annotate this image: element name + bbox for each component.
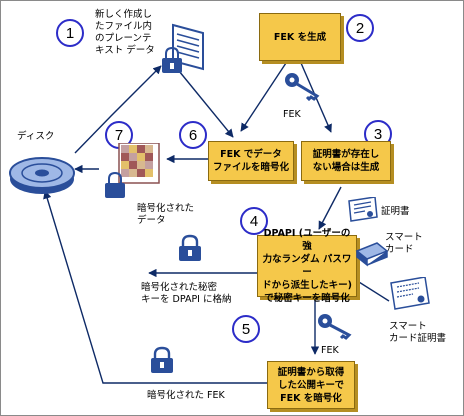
encrypted-private-key-label: 暗号化された秘密 キーを DPAPI に格納 bbox=[141, 282, 232, 306]
plaintext-line-4: キスト データ bbox=[95, 45, 155, 56]
smart-card-line-2: カード bbox=[385, 244, 414, 255]
fek-bottom-label: FEK bbox=[321, 345, 339, 356]
step-2-circle: 2 bbox=[346, 14, 374, 42]
fek-key-icon-top bbox=[285, 73, 320, 101]
encrypt-file-line-2: ファイルを暗号化 bbox=[212, 162, 289, 173]
dpapi-line-4: で秘密キーを暗号化 bbox=[264, 293, 350, 304]
arrow-fek-to-encrypt-file bbox=[240, 62, 287, 132]
dpapi-box: DPAPI (ユーザーの強 力なランダム パスワー ドから派生したキー) で秘密… bbox=[257, 228, 357, 304]
encrypt-fek-line-1: 証明書から取得 bbox=[277, 366, 345, 378]
plaintext-label: 新しく作成し たファイル内 のプレーンテ キスト データ bbox=[95, 9, 155, 57]
arrow-plaintext-to-encrypt-file bbox=[178, 70, 234, 138]
encrypt-file-box: FEK でデータ ファイルを暗号化 bbox=[208, 141, 294, 181]
step-6-circle: 6 bbox=[179, 121, 207, 149]
smart-card-cert-label: スマート カード証明書 bbox=[389, 321, 446, 345]
arrow-encrypted-fek-to-disk bbox=[43, 190, 267, 384]
encrypted-private-key-line-1: 暗号化された秘密 bbox=[141, 282, 218, 293]
document-lock-icon bbox=[162, 23, 204, 73]
smart-card-cert-line-1: スマート bbox=[389, 321, 427, 332]
encrypted-fek-label: 暗号化された FEK bbox=[147, 390, 225, 401]
dpapi-line-3: ドから派生したキー) bbox=[262, 280, 352, 291]
arrow-disk-to-plaintext bbox=[74, 65, 162, 154]
disk-label: ディスク bbox=[17, 131, 55, 142]
smart-card-line-1: スマート bbox=[385, 232, 423, 243]
dpapi-line-1: DPAPI (ユーザーの強 bbox=[263, 228, 351, 252]
cert-generate-line-1: 証明書が存在し bbox=[312, 149, 380, 160]
smart-card-cert-line-2: カード証明書 bbox=[389, 333, 447, 344]
smart-card-certificate-icon bbox=[390, 277, 430, 310]
encrypted-data-icon bbox=[105, 143, 160, 198]
generate-fek-box: FEK を生成 bbox=[259, 13, 341, 61]
plaintext-line-3: のプレーンテ bbox=[95, 33, 152, 44]
dpapi-line-2: 力なランダム パスワー bbox=[262, 254, 352, 278]
encrypted-data-line-1: 暗号化された bbox=[137, 203, 195, 214]
encrypt-fek-line-3: FEK を暗号化 bbox=[280, 392, 342, 404]
fek-key-icon-bottom bbox=[318, 314, 352, 340]
cert-generate-line-2: ない場合は生成 bbox=[312, 162, 380, 173]
plaintext-line-2: たファイル内 bbox=[95, 21, 153, 32]
generate-fek-label: FEK を生成 bbox=[273, 31, 327, 43]
certificate-icon bbox=[348, 197, 378, 222]
disk-icon bbox=[9, 157, 75, 194]
step-4-circle: 4 bbox=[240, 207, 268, 235]
step-1-circle: 1 bbox=[56, 19, 84, 47]
cert-generate-box: 証明書が存在し ない場合は生成 bbox=[301, 141, 391, 181]
arrow-cert-to-dpapi bbox=[318, 186, 342, 230]
certificate-label: 証明書 bbox=[381, 206, 410, 217]
encrypt-file-line-1: FEK でデータ bbox=[220, 149, 282, 160]
plaintext-line-1: 新しく作成し bbox=[95, 9, 153, 20]
encrypted-private-key-line-2: キーを DPAPI に格納 bbox=[141, 294, 232, 305]
encrypted-data-line-2: データ bbox=[137, 215, 166, 226]
arrow-smartcard-cert-to-dpapi bbox=[350, 276, 390, 302]
private-key-lock-icon bbox=[179, 234, 201, 261]
fek-top-label: FEK bbox=[283, 109, 301, 120]
encrypt-fek-box: 証明書から取得 した公開キーで FEK を暗号化 bbox=[267, 361, 355, 409]
encrypt-fek-line-2: した公開キーで bbox=[278, 379, 344, 391]
smart-card-label: スマート カード bbox=[385, 232, 423, 256]
encrypted-fek-lock-icon bbox=[151, 346, 173, 373]
smart-card-reader-icon bbox=[355, 242, 389, 267]
encrypted-data-label: 暗号化された データ bbox=[137, 203, 194, 227]
step-5-circle: 5 bbox=[232, 315, 260, 343]
